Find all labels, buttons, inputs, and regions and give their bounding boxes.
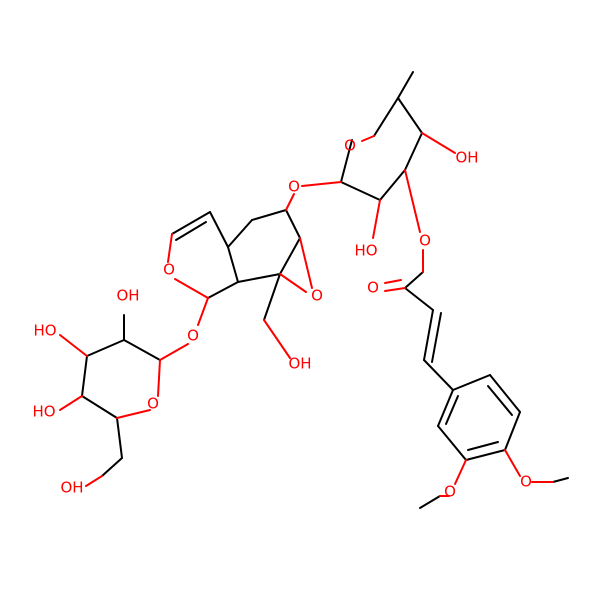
glycosidic-oxygen-label: O xyxy=(187,327,199,345)
bond xyxy=(174,278,209,299)
bond xyxy=(123,339,161,361)
hydroxymethyl-label: OH xyxy=(288,355,311,373)
bond xyxy=(175,221,207,241)
bond xyxy=(197,297,209,326)
bond xyxy=(279,273,307,293)
carbonyl-oxygen-label: O xyxy=(367,279,379,297)
bond xyxy=(361,135,375,142)
bond xyxy=(116,409,151,419)
bond xyxy=(237,273,281,283)
bond xyxy=(419,495,441,509)
hydroxyl-label: OH xyxy=(455,149,478,167)
bond xyxy=(59,395,83,411)
bond xyxy=(431,312,442,363)
bond xyxy=(423,309,434,361)
ring-oxygen-label: O xyxy=(344,137,356,155)
hydroxyl-label: HO xyxy=(33,322,56,340)
bond xyxy=(465,449,506,461)
bond xyxy=(81,395,118,419)
epoxide-oxygen-label: O xyxy=(311,287,323,305)
bond xyxy=(397,71,414,99)
bond xyxy=(340,181,381,201)
bond xyxy=(379,169,406,201)
bond xyxy=(227,219,253,248)
bond xyxy=(263,319,291,359)
bond xyxy=(384,279,402,284)
bond xyxy=(171,211,211,235)
bond xyxy=(85,475,103,487)
bond xyxy=(489,374,521,413)
bond xyxy=(157,359,161,397)
bond xyxy=(452,374,491,391)
bond xyxy=(209,211,229,248)
bond xyxy=(86,339,125,357)
bond xyxy=(504,449,521,477)
atom-labels: O O OH HO O O O O O OH OH HO HO O OH O O xyxy=(32,137,531,501)
bond xyxy=(159,343,189,361)
bond xyxy=(285,193,295,211)
bond xyxy=(116,417,123,459)
bond xyxy=(227,246,239,283)
bond xyxy=(279,237,301,275)
bond xyxy=(299,237,313,289)
methoxy-oxygen-label: O xyxy=(520,473,532,491)
hydroxyl-label: HO xyxy=(32,403,55,421)
bond xyxy=(340,139,353,183)
heteroatom-bonds xyxy=(59,132,554,497)
bond xyxy=(167,233,173,263)
bond xyxy=(404,132,423,171)
bond xyxy=(251,209,287,221)
bond xyxy=(437,389,454,427)
bond xyxy=(552,477,569,483)
bond xyxy=(454,459,467,485)
hydroxyl-label: OH xyxy=(116,287,139,305)
bond xyxy=(301,181,342,187)
bond xyxy=(404,287,434,311)
carbon-skeleton xyxy=(81,71,569,509)
bond xyxy=(81,355,88,397)
pyran-oxygen-label: O xyxy=(163,261,175,279)
ring-oxygen-label: O xyxy=(147,395,159,413)
bond xyxy=(423,359,454,391)
bond xyxy=(467,441,499,451)
bond xyxy=(397,97,423,134)
bond xyxy=(285,209,301,239)
hydroxyl-label: HO xyxy=(354,242,377,260)
bond xyxy=(101,457,123,477)
bond xyxy=(373,97,399,137)
bond xyxy=(404,169,421,233)
ester-oxygen-label: O xyxy=(419,232,431,250)
bond xyxy=(207,281,239,299)
bond xyxy=(421,132,456,154)
glycosidic-oxygen-label: O xyxy=(288,178,300,196)
bond xyxy=(487,385,513,416)
bond xyxy=(504,411,521,451)
hydroxymethyl-label: OH xyxy=(60,479,83,497)
bond xyxy=(263,273,281,321)
bond xyxy=(404,271,424,289)
bond xyxy=(384,287,406,292)
methoxy-oxygen-label: O xyxy=(444,483,456,501)
bond xyxy=(59,334,88,357)
bond xyxy=(437,425,467,461)
bond xyxy=(445,395,459,425)
bond xyxy=(372,199,381,239)
